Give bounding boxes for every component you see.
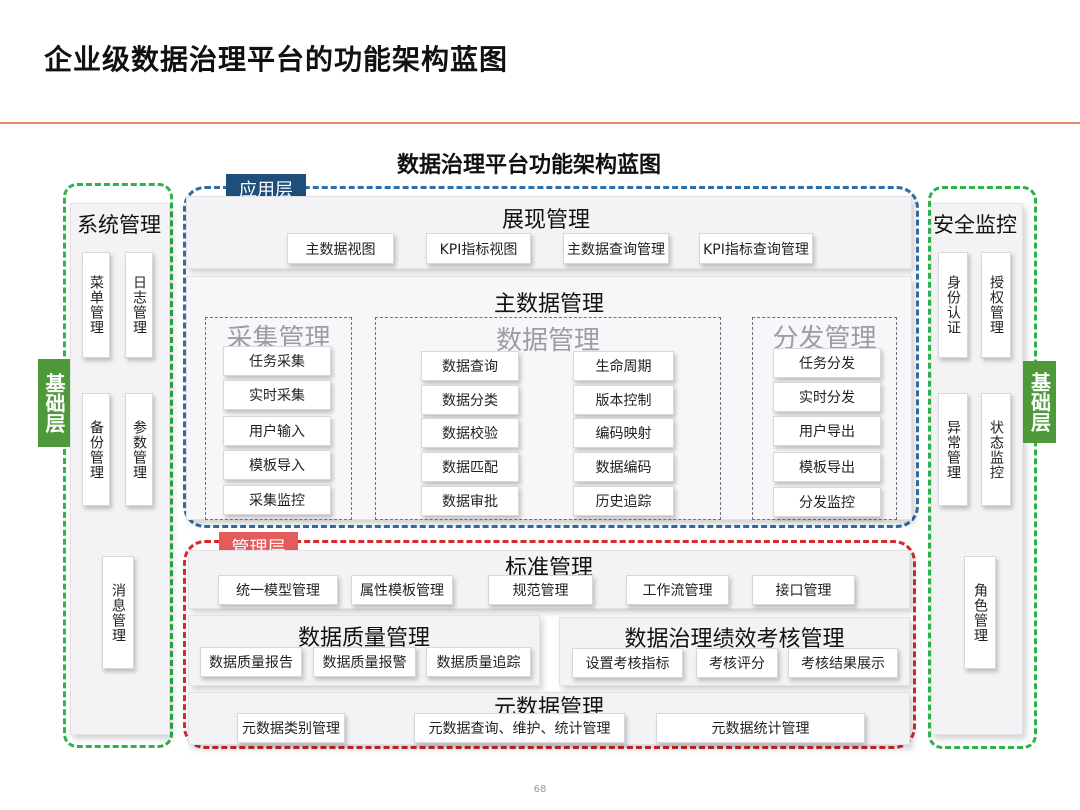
system-item-menu[interactable]: 菜单管理 — [82, 252, 110, 358]
application-layer-border — [183, 186, 919, 528]
data-item-history[interactable]: 历史追踪 — [573, 486, 674, 516]
system-item-backup[interactable]: 备份管理 — [82, 393, 110, 506]
collection-item-realtime[interactable]: 实时采集 — [223, 380, 331, 410]
governance-performance-title: 数据治理绩效考核管理 — [624, 627, 845, 652]
security-item-role[interactable]: 角色管理 — [964, 556, 996, 669]
data-item-encoding[interactable]: 数据编码 — [573, 452, 674, 482]
security-monitoring-title: 安全监控 — [933, 213, 1017, 237]
quality-item-alarm[interactable]: 数据质量报警 — [313, 647, 416, 677]
presentation-item-master-query[interactable]: 主数据查询管理 — [563, 233, 669, 264]
performance-item-set-indicator[interactable]: 设置考核指标 — [572, 648, 683, 678]
quality-item-tracking[interactable]: 数据质量追踪 — [426, 647, 531, 677]
standard-item-attribute-template[interactable]: 属性模板管理 — [351, 575, 453, 605]
data-management-group — [375, 317, 721, 520]
diagram-title: 数据治理平台功能架构蓝图 — [396, 153, 661, 178]
standard-item-workflow[interactable]: 工作流管理 — [626, 575, 729, 605]
data-item-lifecycle[interactable]: 生命周期 — [573, 351, 674, 381]
system-item-parameter[interactable]: 参数管理 — [125, 393, 153, 506]
metadata-item-category[interactable]: 元数据类别管理 — [237, 713, 345, 743]
distribution-item-realtime[interactable]: 实时分发 — [773, 382, 881, 412]
base-layer-tag-left: 基础层 — [38, 359, 70, 447]
data-item-query[interactable]: 数据查询 — [421, 351, 519, 381]
data-item-version[interactable]: 版本控制 — [573, 385, 674, 415]
security-item-identity[interactable]: 身份认证 — [938, 252, 968, 358]
master-data-management-title: 主数据管理 — [493, 292, 604, 317]
data-item-approve[interactable]: 数据审批 — [421, 486, 519, 516]
standard-item-interface[interactable]: 接口管理 — [752, 575, 855, 605]
presentation-item-kpi-view[interactable]: KPI指标视图 — [426, 233, 531, 264]
collection-item-monitor[interactable]: 采集监控 — [223, 485, 331, 515]
data-item-match[interactable]: 数据匹配 — [421, 452, 519, 482]
system-management-title: 系统管理 — [77, 213, 161, 237]
presentation-item-master-view[interactable]: 主数据视图 — [287, 233, 394, 264]
slide-title: 企业级数据治理平台的功能架构蓝图 — [44, 43, 509, 76]
data-item-validate[interactable]: 数据校验 — [421, 418, 519, 448]
presentation-management-title: 展现管理 — [501, 208, 590, 233]
distribution-item-user-export[interactable]: 用户导出 — [773, 416, 881, 446]
distribution-item-template-export[interactable]: 模板导出 — [773, 452, 881, 482]
management-layer-border — [183, 540, 916, 749]
security-item-status[interactable]: 状态监控 — [981, 393, 1011, 506]
performance-item-result-display[interactable]: 考核结果展示 — [788, 648, 898, 678]
metadata-item-statistics[interactable]: 元数据统计管理 — [656, 713, 865, 743]
base-layer-right-border — [928, 186, 1037, 749]
quality-item-report[interactable]: 数据质量报告 — [200, 647, 302, 677]
distribution-management-group — [752, 317, 897, 520]
system-item-log[interactable]: 日志管理 — [125, 252, 153, 358]
distribution-item-task[interactable]: 任务分发 — [773, 348, 881, 378]
data-item-classify[interactable]: 数据分类 — [421, 385, 519, 415]
presentation-item-kpi-query[interactable]: KPI指标查询管理 — [699, 233, 813, 264]
metadata-item-query-maintain-stats[interactable]: 元数据查询、维护、统计管理 — [414, 713, 625, 743]
base-layer-tag-right: 基础层 — [1023, 361, 1056, 443]
system-item-message[interactable]: 消息管理 — [102, 556, 134, 669]
collection-item-template-import[interactable]: 模板导入 — [223, 450, 331, 480]
collection-item-task[interactable]: 任务采集 — [223, 346, 331, 376]
security-item-exception[interactable]: 异常管理 — [938, 393, 968, 506]
security-item-authorization[interactable]: 授权管理 — [981, 252, 1011, 358]
page-number: 68 — [533, 784, 547, 795]
distribution-item-monitor[interactable]: 分发监控 — [773, 487, 881, 517]
collection-item-user-input[interactable]: 用户输入 — [223, 416, 331, 446]
base-layer-left-border — [63, 183, 173, 748]
standard-item-specification[interactable]: 规范管理 — [488, 575, 593, 605]
data-quality-management-title: 数据质量管理 — [297, 626, 430, 651]
performance-item-scoring[interactable]: 考核评分 — [696, 648, 778, 678]
collection-management-group — [205, 317, 352, 520]
standard-item-unified-model[interactable]: 统一模型管理 — [218, 575, 338, 605]
data-item-code-mapping[interactable]: 编码映射 — [573, 418, 674, 448]
title-divider — [0, 122, 1080, 124]
